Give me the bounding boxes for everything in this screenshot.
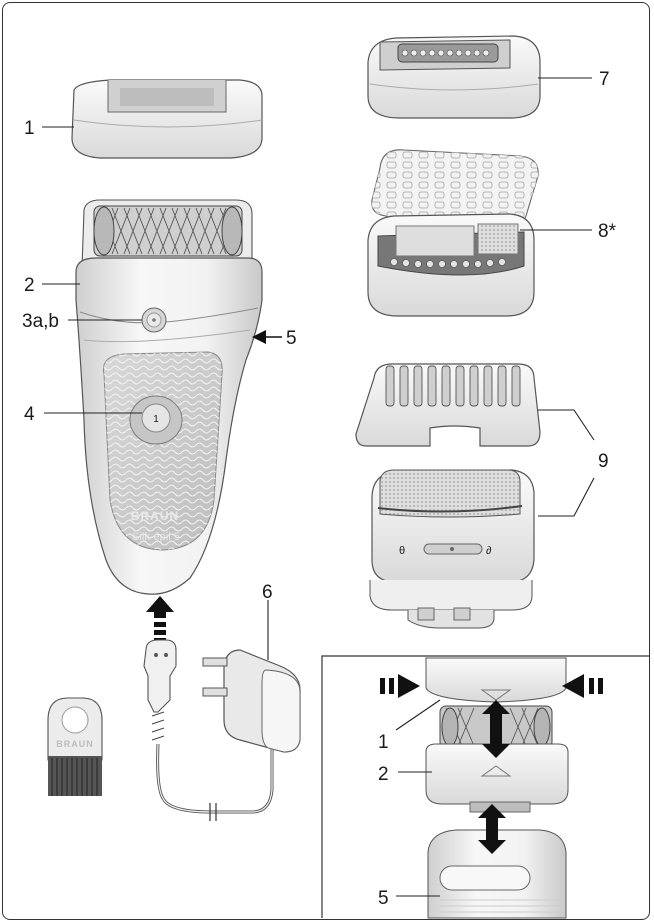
device-brand-logo: BRAUN bbox=[131, 509, 179, 523]
sensitive-area-cap bbox=[368, 36, 540, 118]
press-arrow-right-icon bbox=[562, 674, 603, 698]
callout-4: 4 bbox=[24, 404, 35, 425]
callout-3ab: 3a,b bbox=[22, 311, 59, 332]
callout-5: 5 bbox=[286, 328, 297, 349]
callout-9: 9 bbox=[598, 451, 609, 472]
brush-brand-logo: BRAUN bbox=[56, 739, 94, 749]
cleaning-brush: BRAUN bbox=[48, 698, 102, 796]
leader-line-9a bbox=[538, 410, 594, 440]
assembly-inset bbox=[322, 656, 650, 918]
inset-callout-5: 5 bbox=[378, 888, 389, 909]
inset-callout-2: 2 bbox=[378, 764, 389, 785]
inset-callout-1: 1 bbox=[378, 732, 389, 753]
epilator-device: 1 BRAUN Silk·épil 5 bbox=[76, 200, 262, 594]
callout-6: 6 bbox=[262, 582, 273, 603]
power-adapter bbox=[144, 640, 300, 821]
efficiency-cap bbox=[72, 80, 262, 158]
leader-line-9b bbox=[538, 478, 594, 516]
callout-7: 7 bbox=[599, 69, 610, 90]
callout-8: 8* bbox=[598, 221, 617, 242]
shaver-head: θ ∂ bbox=[370, 470, 534, 628]
switch-label: 1 bbox=[153, 414, 159, 425]
svg-text:∂: ∂ bbox=[486, 545, 492, 557]
plug-in-arrow-icon bbox=[146, 596, 174, 643]
inset-leader-1 bbox=[396, 700, 440, 730]
epilation-head-rollers bbox=[94, 206, 242, 256]
callout-2: 2 bbox=[24, 275, 35, 296]
massage-cap-assembly bbox=[368, 150, 538, 316]
on-off-switch[interactable]: 1 bbox=[130, 396, 182, 444]
device-model-label: Silk·épil 5 bbox=[132, 531, 180, 543]
press-arrow-left-icon bbox=[380, 674, 420, 698]
callout-1: 1 bbox=[24, 118, 35, 139]
trimmer-comb bbox=[356, 364, 540, 446]
svg-text:θ: θ bbox=[399, 545, 405, 557]
